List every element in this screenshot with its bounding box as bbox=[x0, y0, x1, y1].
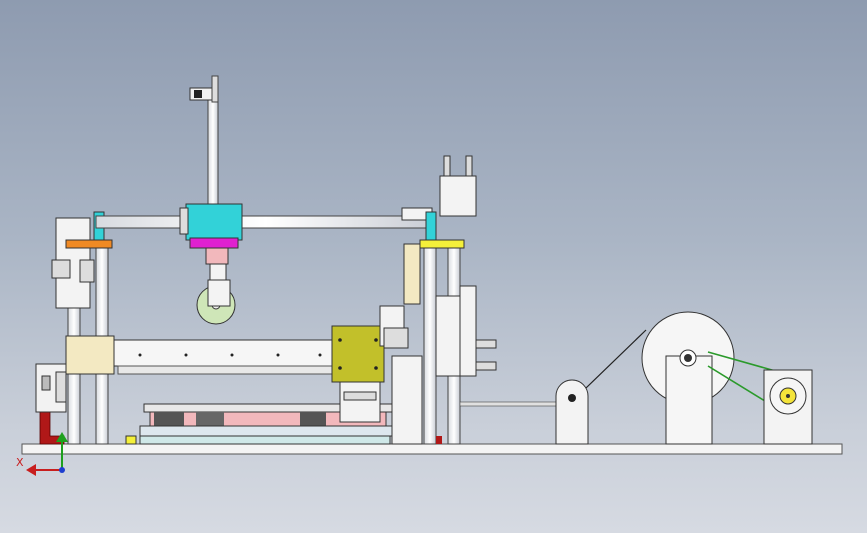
base-plate bbox=[21, 443, 843, 455]
left-cylinder bbox=[35, 363, 67, 413]
cyan-drive-block bbox=[179, 203, 243, 249]
right-cyan-clamp bbox=[425, 211, 437, 241]
magenta-carriage bbox=[189, 237, 239, 249]
drive-motor bbox=[763, 369, 813, 445]
bearing-support bbox=[555, 379, 589, 445]
coordinate-triad bbox=[26, 432, 68, 476]
work-table bbox=[125, 403, 401, 445]
drive-shaft bbox=[459, 401, 561, 407]
slide-beam bbox=[65, 335, 337, 375]
right-yellow-cap bbox=[419, 239, 465, 249]
unwind-reel bbox=[585, 311, 735, 445]
right-column-assembly bbox=[391, 155, 497, 445]
left-orange-cap bbox=[65, 239, 113, 249]
pressing-roller bbox=[196, 247, 236, 325]
x-axis-label: X bbox=[16, 456, 24, 469]
vertical-mast bbox=[189, 75, 219, 211]
top-rail bbox=[95, 207, 437, 229]
olive-actuator bbox=[331, 305, 409, 423]
